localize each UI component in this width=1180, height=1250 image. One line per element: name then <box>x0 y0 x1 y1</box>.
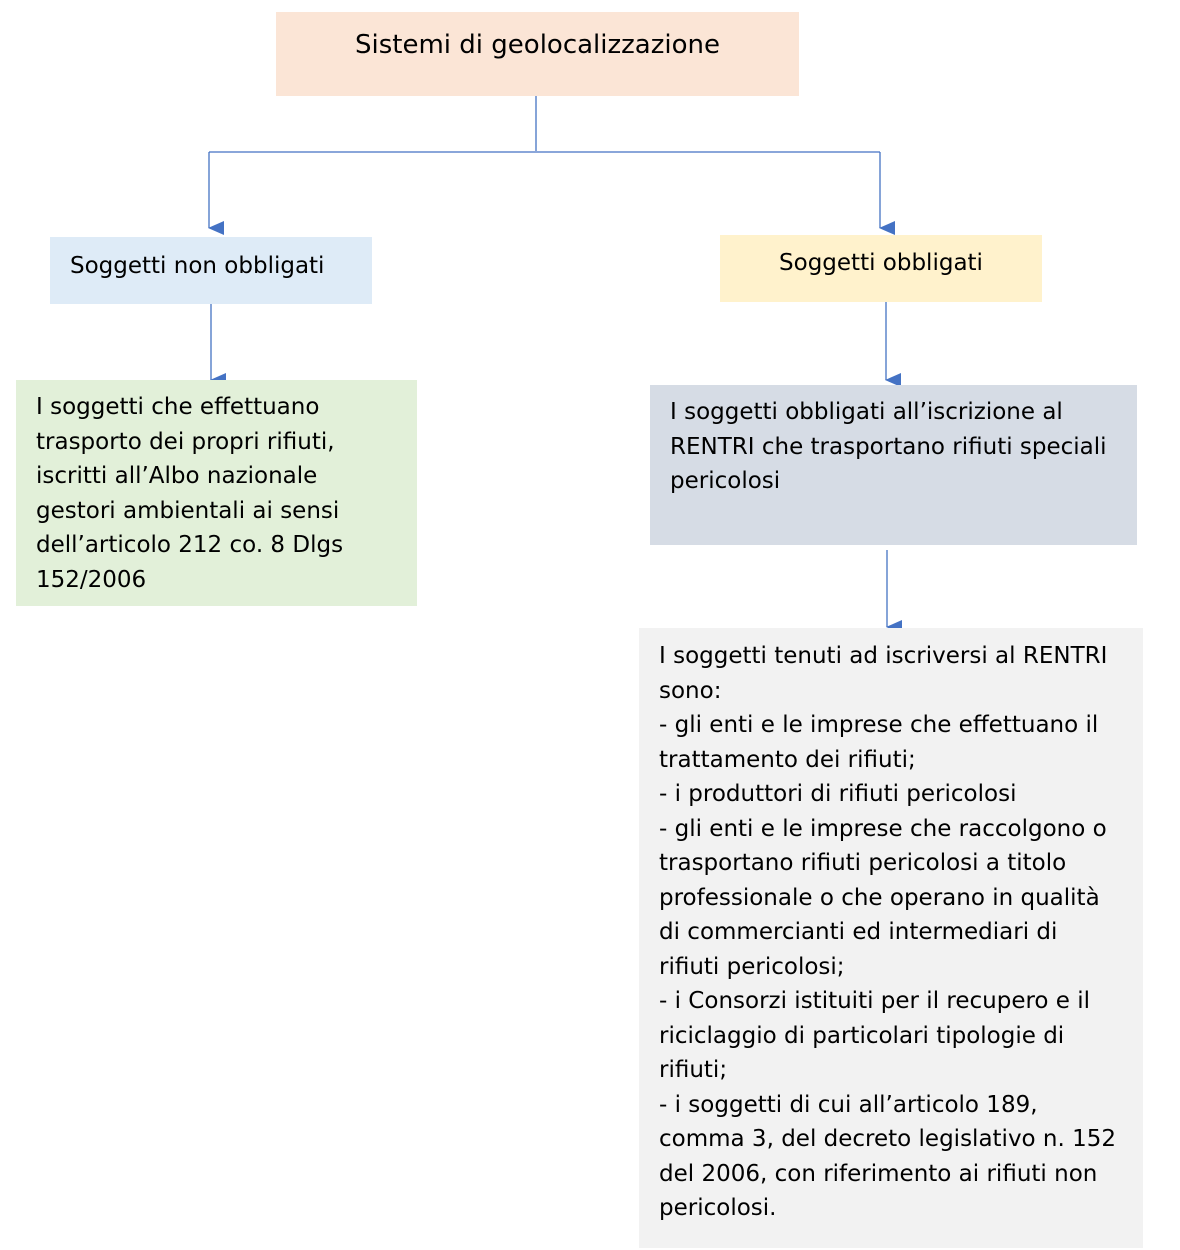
left-branch-label: Soggetti non obbligati <box>70 253 325 279</box>
rentri-line: professionale o che operano in qualità <box>659 884 1100 911</box>
rentri-line: - gli enti e le imprese che raccolgono o <box>659 815 1107 842</box>
right-detail-line: I soggetti obbligati all’iscrizione al <box>670 399 1063 425</box>
rentri-line: rifiuti; <box>659 1057 728 1083</box>
rentri-line: trasportano rifiuti pericolosi a titolo <box>659 850 1067 876</box>
left-detail-line: trasporto dei propri rifiuti, <box>36 428 335 455</box>
rentri-line: - i Consorzi istituiti per il recupero e… <box>659 988 1091 1014</box>
rentri-line: trattamento dei rifiuti; <box>659 746 916 773</box>
right-branch-node: Soggetti obbligati <box>720 235 1042 302</box>
right-branch-label: Soggetti obbligati <box>779 250 983 276</box>
rentri-line: - i produttori di rifiuti pericolosi <box>659 781 1017 807</box>
rentri-line: del 2006, con riferimento ai rifiuti non <box>659 1160 1098 1187</box>
rentri-line: sono: <box>659 677 722 704</box>
rentri-subjects-node: I soggetti tenuti ad iscriversi al RENTR… <box>639 628 1143 1248</box>
rentri-line: comma 3, del decreto legislativo n. 152 <box>659 1126 1117 1152</box>
left-detail-line: dell’articolo 212 co. 8 Dlgs <box>36 532 344 558</box>
right-detail-node: I soggetti obbligati all’iscrizione al R… <box>650 385 1137 545</box>
rentri-line: pericolosi. <box>659 1195 777 1221</box>
left-detail-line: gestori ambientali ai sensi <box>36 497 340 524</box>
rentri-line: I soggetti tenuti ad iscriversi al RENTR… <box>659 643 1108 669</box>
rentri-line: - gli enti e le imprese che effettuano i… <box>659 712 1099 738</box>
left-detail-node: I soggetti che effettuano trasporto dei … <box>16 380 417 606</box>
rentri-line: rifiuti pericolosi; <box>659 953 845 980</box>
rentri-line: riciclaggio di particolari tipologie di <box>659 1022 1065 1049</box>
root-node: Sistemi di geolocalizzazione <box>276 12 799 96</box>
left-detail-line: iscritti all’Albo nazionale <box>36 463 318 489</box>
left-branch-node: Soggetti non obbligati <box>50 237 372 304</box>
rentri-line: - i soggetti di cui all’articolo 189, <box>659 1091 1038 1118</box>
root-title: Sistemi di geolocalizzazione <box>355 30 720 60</box>
right-detail-line: RENTRI che trasportano rifiuti speciali <box>670 433 1107 460</box>
right-detail-line: pericolosi <box>670 468 781 494</box>
left-detail-line: 152/2006 <box>36 566 147 593</box>
rentri-line: di commercianti ed intermediari di <box>659 919 1058 945</box>
left-detail-line: I soggetti che effettuano <box>36 394 320 420</box>
